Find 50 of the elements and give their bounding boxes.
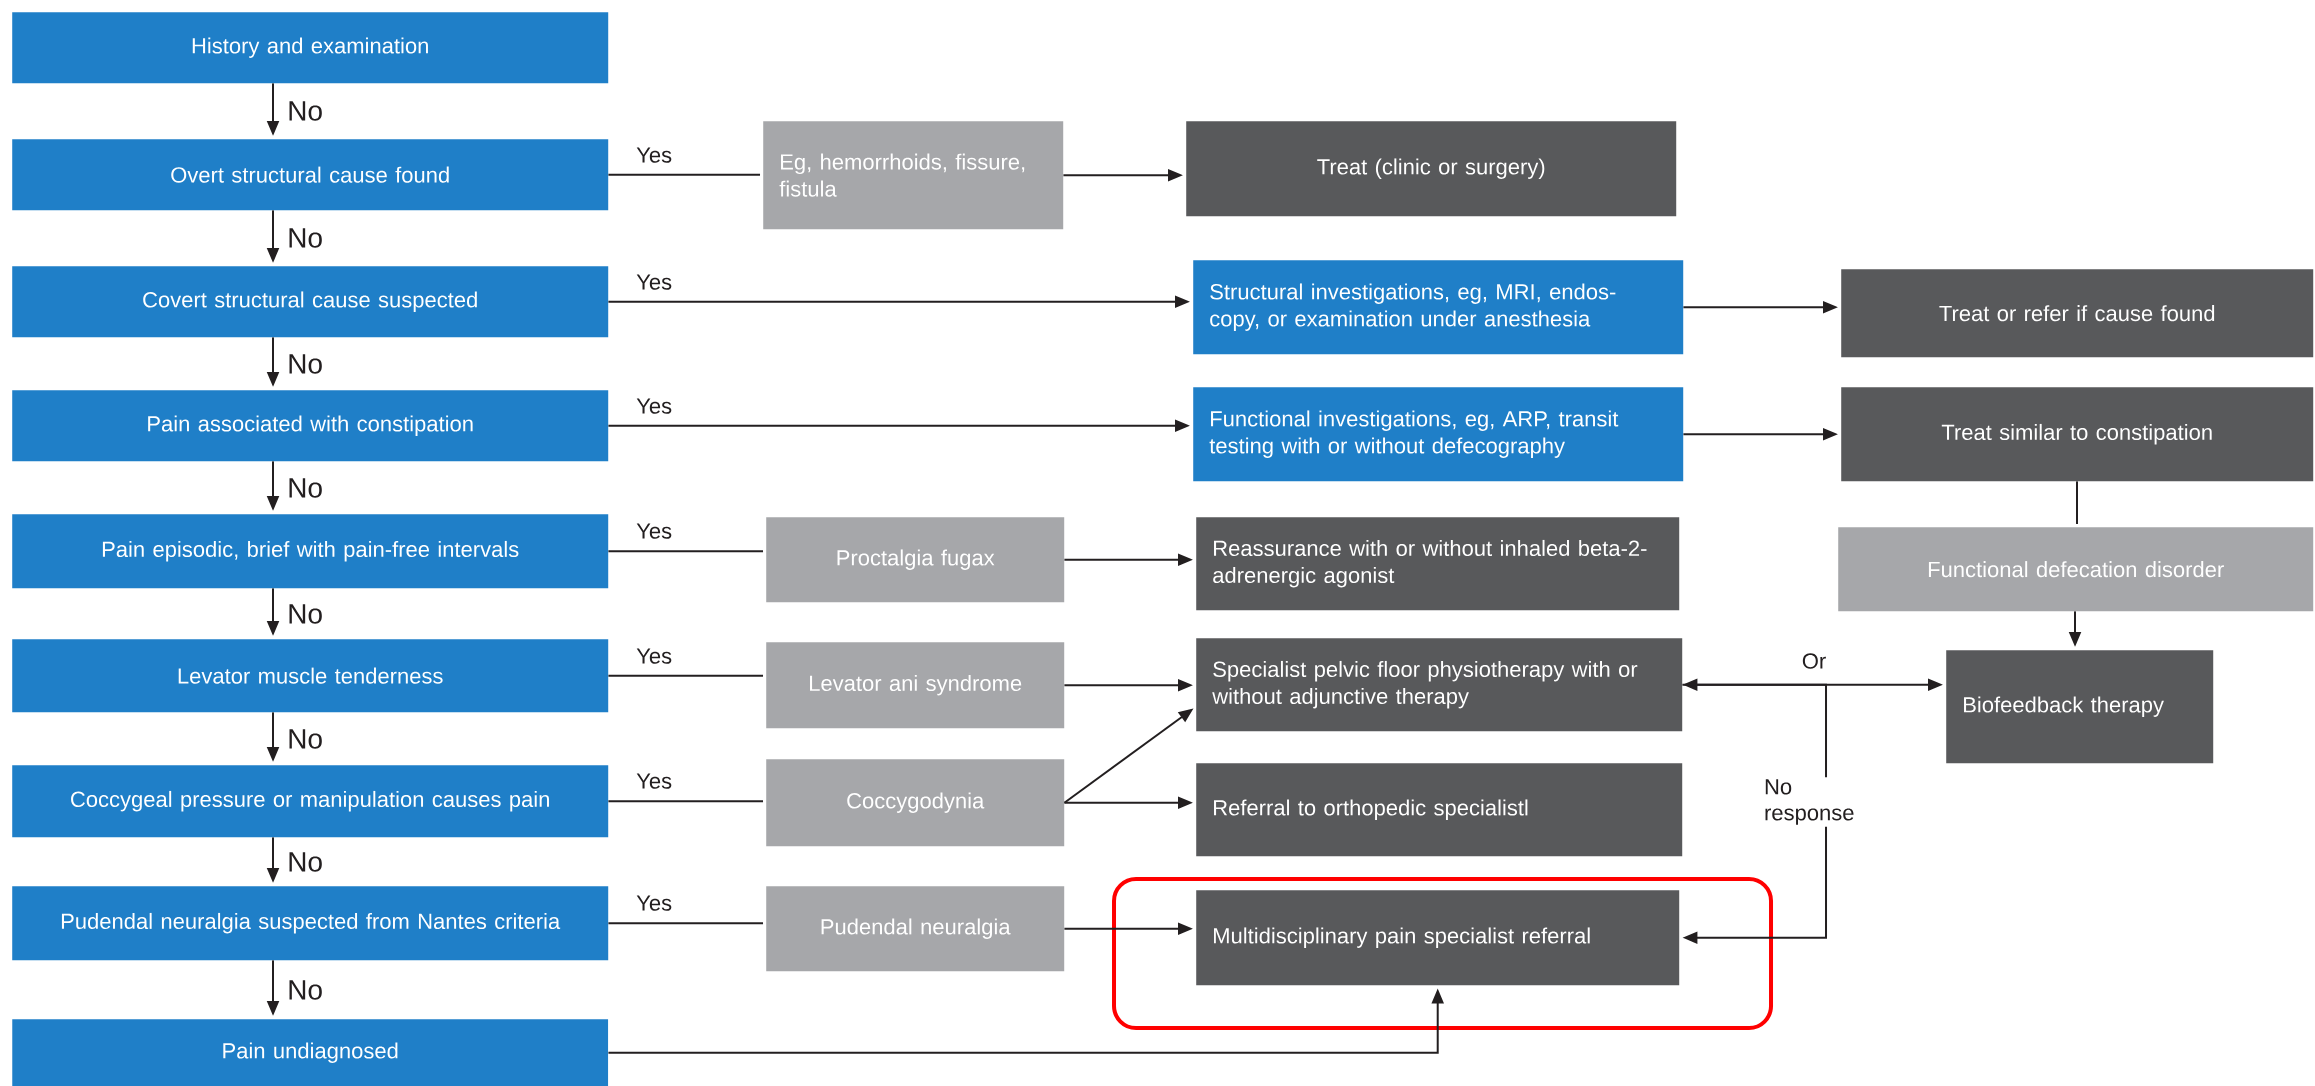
decision-box: Coccygeal pressure or manipulation causes pain bbox=[12, 765, 609, 838]
treatment-box: Biofeedback therapy bbox=[1946, 650, 2214, 764]
decision-box: Covert structural cause suspected bbox=[12, 266, 609, 338]
edge-label: No bbox=[285, 476, 325, 500]
edge-label: No bbox=[285, 727, 325, 751]
connector-line bbox=[607, 173, 761, 176]
edge-label: Yes bbox=[634, 771, 675, 791]
investigation-box: Structural investigations, eg, MRI, endos-copy, or examination under anesthesia bbox=[1193, 260, 1684, 355]
connector-line bbox=[2076, 480, 2078, 525]
diagnosis-box: Proctalgia fugax bbox=[766, 517, 1065, 603]
edge-label: No response bbox=[1762, 777, 1866, 827]
treatment-box: Referral to orthopedic specialistl bbox=[1196, 763, 1683, 857]
treatment-box: Multidisciplinary pain specialist referral bbox=[1196, 890, 1680, 986]
edge-label: Yes bbox=[634, 145, 675, 165]
decision-box: History and examination bbox=[12, 12, 609, 84]
highlight-frame bbox=[1112, 877, 1773, 1030]
arrow bbox=[1681, 683, 1827, 944]
decision-box: Pain undiagnosed bbox=[12, 1019, 609, 1086]
decision-box: Overt structural cause found bbox=[12, 139, 609, 211]
edge-label: No bbox=[285, 978, 325, 1002]
connector-line bbox=[607, 674, 764, 677]
diagnosis-box: Pudendal neuralgia bbox=[766, 886, 1065, 972]
diagnosis-box: Coccygodynia bbox=[766, 759, 1065, 847]
decision-box: Pain associated with constipation bbox=[12, 390, 609, 462]
edge-label: Yes bbox=[634, 521, 675, 541]
decision-box: Pudendal neuralgia suspected from Nantes criteria bbox=[12, 886, 609, 961]
edge-label: Or bbox=[1799, 651, 1829, 671]
treatment-box: Reassurance with or without inhaled beta-2-adrenergic agonist bbox=[1196, 517, 1680, 611]
edge-label: Yes bbox=[634, 646, 675, 666]
edge-label: Yes bbox=[634, 893, 675, 913]
treatment-box: Treat (clinic or surgery) bbox=[1186, 121, 1677, 217]
treatment-box: Specialist pelvic floor physiotherapy with or without adjunctive therapy bbox=[1196, 638, 1683, 732]
decision-box: Pain episodic, brief with pain-free intervals bbox=[12, 514, 609, 589]
diagnosis-box: Eg, hemorrhoids, fissure, fistula bbox=[763, 121, 1064, 230]
edge-label: No bbox=[285, 226, 325, 250]
treatment-box: Treat or refer if cause found bbox=[1841, 269, 2314, 358]
edge-label: Yes bbox=[634, 272, 675, 292]
connector-line bbox=[607, 922, 764, 925]
edge-label: No bbox=[285, 99, 325, 123]
diagnosis-box: Levator ani syndrome bbox=[766, 642, 1065, 729]
connector-line bbox=[607, 800, 764, 803]
edge-label: No bbox=[285, 352, 325, 376]
treatment-box: Treat similar to constipation bbox=[1841, 387, 2314, 482]
investigation-box: Functional investigations, eg, ARP, transit testing with or without defecography bbox=[1193, 387, 1684, 482]
diagnosis-box: Functional defecation disorder bbox=[1838, 527, 2314, 612]
edge-label: No bbox=[285, 602, 325, 626]
connector-line bbox=[607, 550, 764, 553]
edge-label: No bbox=[285, 850, 325, 874]
edge-label: Yes bbox=[634, 396, 675, 416]
decision-box: Levator muscle tenderness bbox=[12, 639, 609, 713]
